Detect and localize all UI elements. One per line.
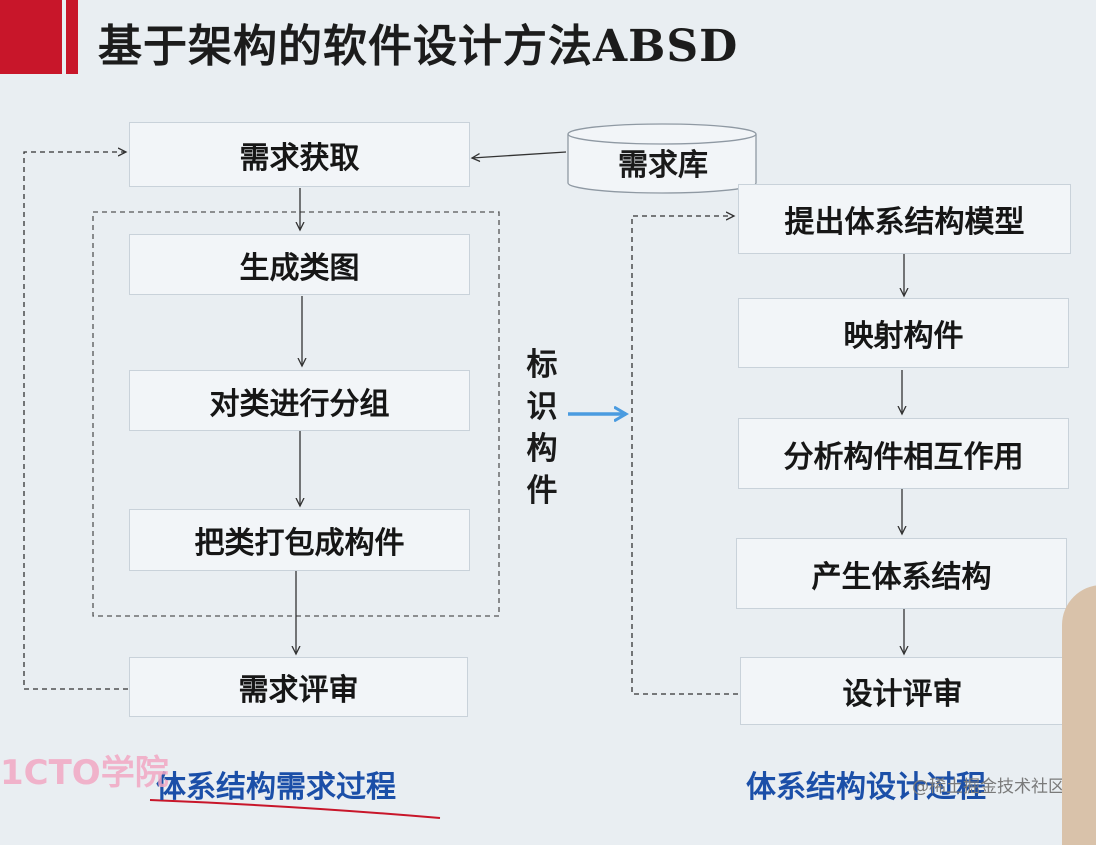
right-process-caption: 体系结构设计过程 bbox=[746, 770, 986, 805]
step-analyze-component-interaction: 分析构件相互作用 bbox=[738, 418, 1069, 489]
step-requirement-acquisition: 需求获取 bbox=[129, 122, 470, 187]
identify-components-label: 标 识 构 件 bbox=[522, 344, 562, 512]
presenter-silhouette bbox=[1062, 585, 1096, 845]
title-accent-bar-thin bbox=[66, 0, 78, 74]
step-group-classes: 对类进行分组 bbox=[129, 370, 470, 431]
identify-components-char: 构 bbox=[526, 431, 558, 467]
title-accent-bar bbox=[0, 0, 62, 74]
step-generate-class-diagram: 生成类图 bbox=[129, 234, 470, 295]
identify-components-char: 件 bbox=[526, 473, 558, 509]
step-requirement-review: 需求评审 bbox=[129, 657, 468, 717]
step-produce-architecture: 产生体系结构 bbox=[736, 538, 1067, 609]
page-title: 基于架构的软件设计方法ABSD bbox=[98, 21, 739, 72]
step-package-classes: 把类打包成构件 bbox=[129, 509, 470, 571]
step-map-components: 映射构件 bbox=[738, 298, 1069, 368]
identify-components-char: 标 bbox=[526, 347, 558, 383]
repository-label: 需求库 bbox=[618, 148, 708, 183]
brand-logo: 1CTO学院 bbox=[0, 753, 169, 793]
step-design-review: 设计评审 bbox=[740, 657, 1065, 725]
step-propose-architecture-model: 提出体系结构模型 bbox=[738, 184, 1071, 254]
watermark: @稀土掘金技术社区 bbox=[912, 777, 1065, 797]
left-process-caption: 体系结构需求过程 bbox=[156, 770, 396, 805]
diagram-connectors bbox=[23, 123, 1096, 819]
identify-components-char: 识 bbox=[526, 389, 558, 425]
